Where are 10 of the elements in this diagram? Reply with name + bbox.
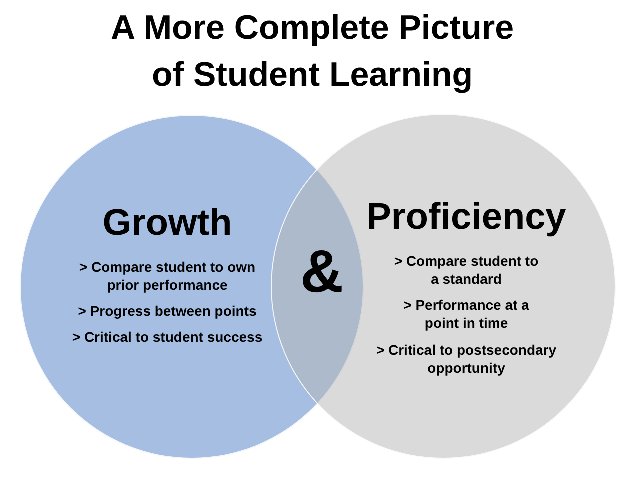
circle-heading: Growth	[102, 202, 234, 244]
bullet-text: > Critical to postsecondary opportunity	[375, 340, 558, 376]
bullet-text: > Performance at a point in time	[402, 296, 530, 332]
bullet-text: > Compare student to own prior performance	[78, 258, 257, 294]
circle-heading: Proficiency	[366, 196, 568, 238]
bullet-text: > Critical to student success	[71, 328, 264, 346]
bullet-text: > Compare student to a standard	[393, 252, 540, 288]
ampersand-label: &	[299, 240, 345, 304]
diagram-title: A More Complete Picture of Student Learning	[110, 8, 516, 96]
bullet-text: > Progress between points	[77, 302, 258, 320]
